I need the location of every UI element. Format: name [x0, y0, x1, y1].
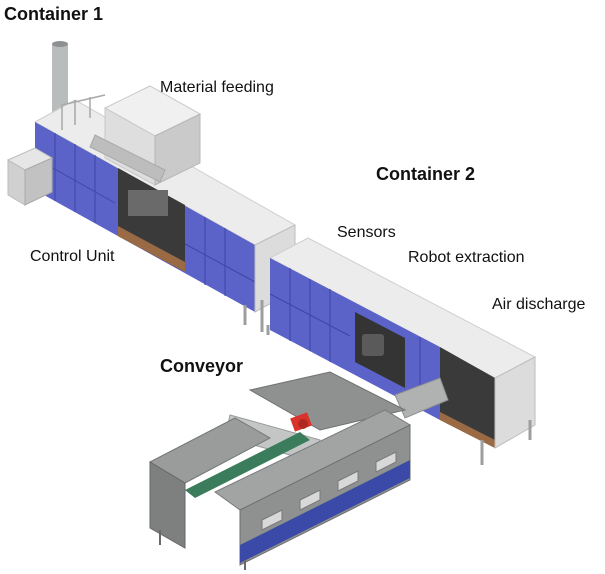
control-unit-box	[8, 148, 52, 205]
conveyor-label: Conveyor	[160, 356, 243, 377]
container-2-label: Container 2	[376, 164, 475, 185]
material-feeding-label: Material feeding	[160, 79, 274, 97]
air-discharge-label: Air discharge	[492, 296, 585, 314]
sensors-label: Sensors	[337, 224, 396, 242]
control-unit-label: Control Unit	[30, 248, 114, 266]
conveyor-unit	[150, 372, 448, 570]
robot-extraction-label: Robot extraction	[408, 249, 525, 267]
container-1-label: Container 1	[4, 4, 103, 25]
